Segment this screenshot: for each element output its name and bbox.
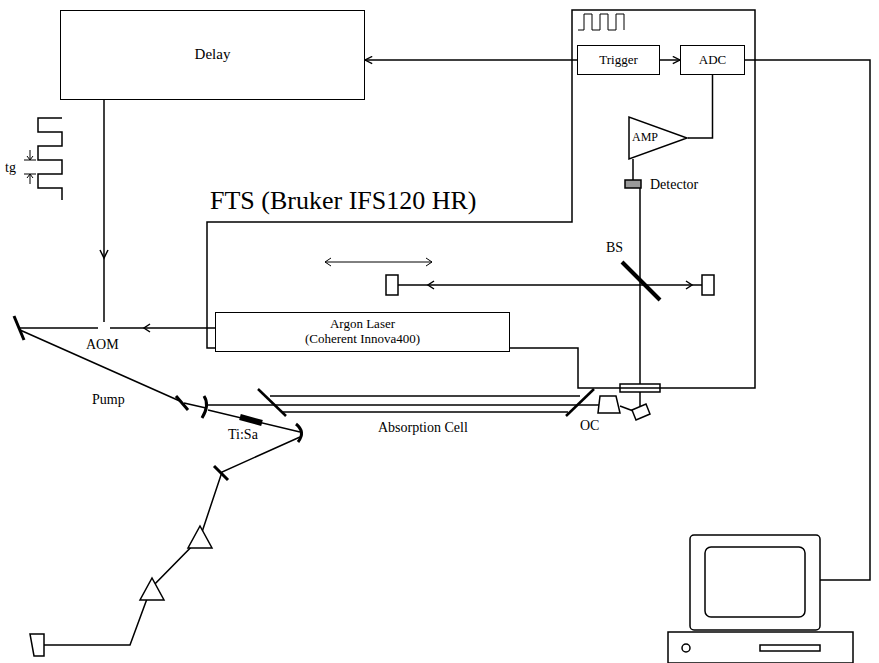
output-coupler [598,396,620,413]
bs-label: BS [606,240,623,255]
interferometer-arm [398,284,702,286]
pump-beam [20,330,182,402]
gate-pulses [38,118,62,200]
pump-label: Pump [92,392,125,407]
prism [140,578,164,600]
pump-beam [184,403,206,408]
cell-window [258,389,286,416]
trigger-box: Trigger [577,45,660,75]
prism [188,526,212,548]
moving-mirror [386,275,398,295]
fts-outline [207,10,755,388]
amplifier: AMP [628,116,688,160]
laser-beam [208,404,600,406]
drive-slot [760,645,820,651]
pump-beam [20,327,98,329]
power-button [682,644,690,652]
amplifier-symbol [629,117,687,159]
curved-mirror [296,424,302,442]
cell-wall [270,395,580,397]
laser-beam [110,327,215,329]
beam-splitter [622,262,660,300]
tisa-label: Ti:Sa [228,427,258,442]
instrument-title: FTS (Bruker IFS120 HR) [210,186,477,216]
gate-line [103,100,105,322]
aom-label: AOM [86,337,119,352]
detector-label: Detector [650,177,698,192]
steering-mirror [632,404,650,420]
cell-window [566,389,594,416]
trigger-pulses [578,14,624,30]
fixed-mirror [702,275,714,295]
delay-box: Delay [60,10,365,100]
cell-label: Absorption Cell [378,420,468,435]
detector [625,180,641,188]
beam-arrow [428,281,692,289]
node-label: (Coherent Innova400) [305,332,420,347]
cavity-beam [44,437,300,645]
scan-arrow [325,258,432,266]
computer-screen [705,547,805,617]
oc-label: OC [580,418,599,433]
node-label: AMP [632,131,658,145]
cell-wall [282,411,568,413]
signal-line [365,59,577,61]
curved-mirror [202,396,207,418]
beam-arrow [144,324,150,332]
signal-line [660,59,680,61]
argon-laser: Argon Laser(Coherent Innova400) [215,312,510,352]
tisa-crystal [240,417,262,423]
adc-box: ADC [680,45,745,75]
node-label: Argon Laser [330,317,395,332]
end-mirror [30,634,44,656]
node-label: ADC [699,53,726,68]
data-cable [745,60,870,580]
pump-mirror [14,316,24,340]
fold-mirror [214,466,228,480]
node-label: Delay [195,46,231,63]
tg-dimension [27,150,33,184]
computer-base [668,632,853,663]
computer-monitor [690,535,820,630]
laser-beam [639,188,641,407]
node-label: Trigger [599,53,638,68]
signal-line [688,75,713,138]
signal-wire [632,159,634,180]
gate-arrow [100,250,108,258]
tg-label: tg [5,160,16,175]
